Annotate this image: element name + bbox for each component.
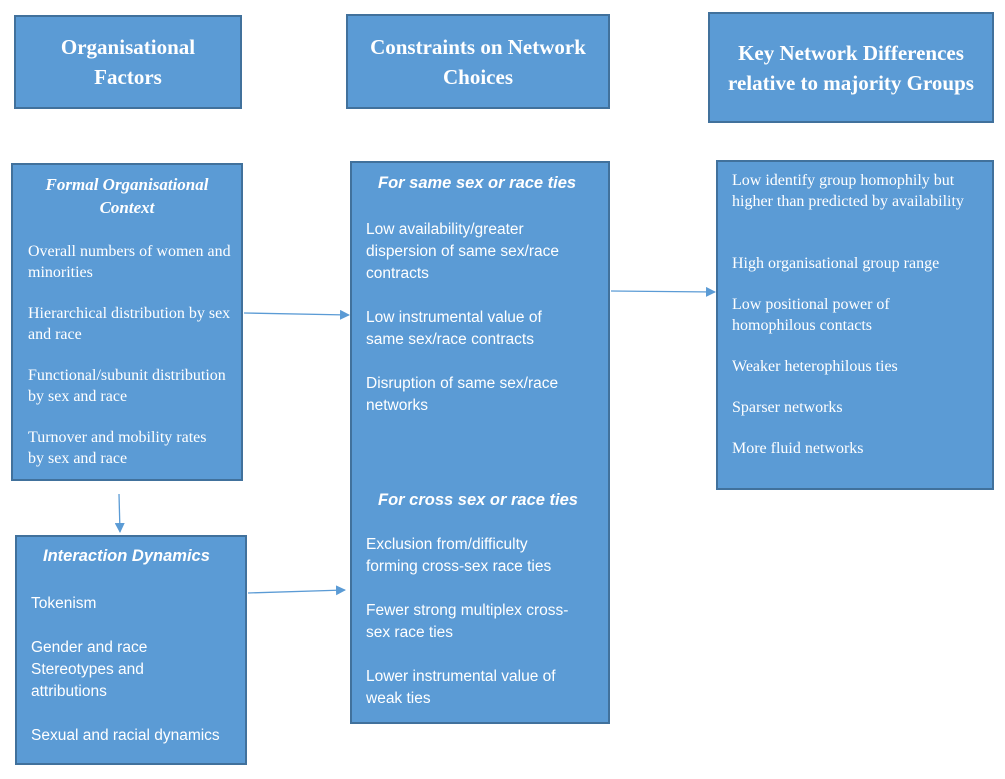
formal-context-item: Turnover and mobility rates by sex and r… (28, 429, 207, 467)
arrow-interaction-to-constraints (247, 585, 346, 596)
same-ties-item: Disruption of same sex/race networks (366, 375, 559, 414)
header-key-differences-label: Key Network Differences relative to majo… (728, 40, 974, 95)
difference-item: Low positional power of homophilous cont… (732, 296, 890, 334)
difference-item: Sparser networks (732, 399, 843, 416)
interaction-dynamics-item: Sexual and racial dynamics (31, 727, 220, 744)
interaction-dynamics-item: Gender and race Stereotypes and attribut… (31, 639, 148, 700)
arrow-formal-to-interaction (114, 493, 125, 533)
header-key-differences: Key Network Differences relative to majo… (708, 12, 994, 123)
cross-ties-item: Exclusion from/difficulty forming cross-… (366, 536, 552, 575)
cross-ties-title: For cross sex or race ties (378, 491, 578, 509)
arrow-constraints-to-differences (610, 286, 716, 297)
formal-context-item: Functional/subunit distribution by sex a… (28, 367, 226, 405)
difference-item: High organisational group range (732, 255, 940, 272)
arrow-formal-to-constraints (243, 309, 350, 320)
header-organisational-factors: Organisational Factors (14, 15, 242, 109)
header-constraints-label: Constraints on Network Choices (370, 34, 586, 89)
differences-box: Low identify group homophily but higher … (716, 160, 994, 490)
formal-context-item: Hierarchical distribution by sex and rac… (28, 305, 231, 343)
header-constraints: Constraints on Network Choices (346, 14, 610, 109)
same-ties-title: For same sex or race ties (378, 174, 577, 192)
constraints-box: For same sex or race ties Low availabili… (350, 161, 610, 724)
interaction-dynamics-box: Interaction Dynamics Tokenism Gender and… (15, 535, 247, 765)
difference-item: Low identify group homophily but higher … (732, 172, 964, 210)
difference-item: More fluid networks (732, 440, 864, 457)
difference-item: Weaker heterophilous ties (732, 358, 898, 375)
header-organisational-factors-label: Organisational Factors (60, 35, 196, 89)
interaction-dynamics-item: Tokenism (31, 595, 97, 612)
same-ties-item: Low instrumental value of same sex/race … (366, 309, 542, 348)
formal-context-item: Overall numbers of women and minorities (28, 243, 231, 281)
cross-ties-item: Fewer strong multiplex cross-sex race ti… (366, 602, 569, 641)
cross-ties-item: Lower instrumental value of weak ties (366, 668, 556, 707)
formal-context-box: Formal Organisational Context Overall nu… (11, 163, 243, 481)
interaction-dynamics-title: Interaction Dynamics (43, 547, 210, 565)
same-ties-item: Low availability/greater dispersion of s… (366, 221, 559, 282)
formal-context-title: Formal Organisational Context (45, 175, 209, 217)
